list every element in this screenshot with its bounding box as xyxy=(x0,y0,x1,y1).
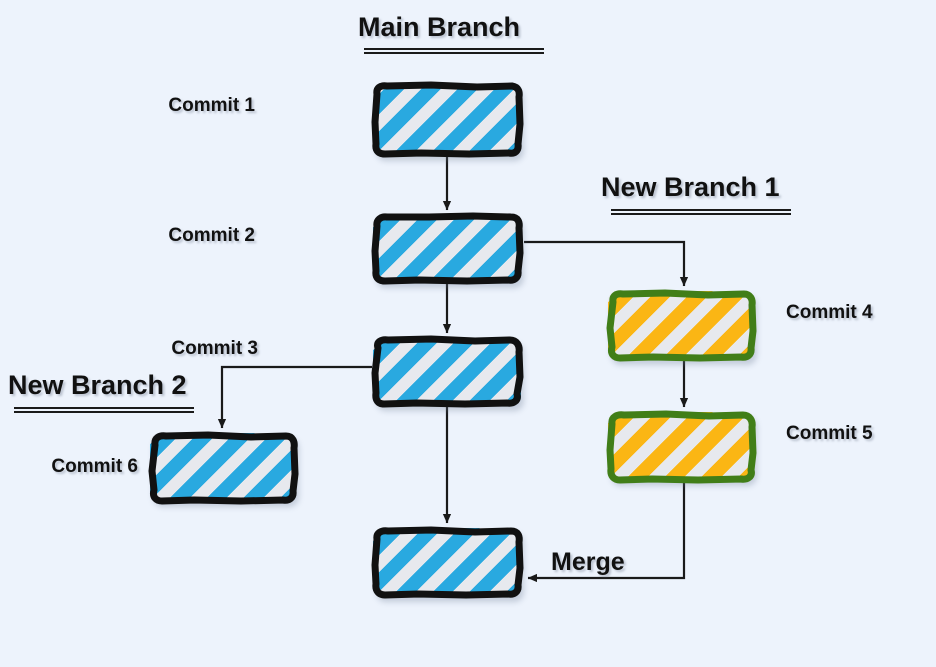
commit-fill-commit-2 xyxy=(373,215,521,283)
commit-box-merge-commit[interactable] xyxy=(371,526,524,599)
commit-border-commit-1 xyxy=(371,81,524,158)
commit-border-commit-3 xyxy=(371,335,524,408)
branch-rule-main xyxy=(364,48,544,54)
commit-border-commit-4 xyxy=(606,289,757,362)
commit-border-commit-6 xyxy=(148,431,299,505)
commit-box-commit-5[interactable] xyxy=(606,410,757,484)
commit-label-commit-6: Commit 6 xyxy=(51,456,138,477)
commit-label-commit-5: Commit 5 xyxy=(786,423,873,444)
branch-title-main: Main Branch xyxy=(358,12,521,42)
commit-fill-commit-6 xyxy=(150,433,296,502)
branch-rule-new-branch-1 xyxy=(611,209,791,215)
connector-commit3-commit6 xyxy=(217,365,372,429)
commit-border-merge-commit xyxy=(371,526,524,599)
commit-label-commit-1: Commit 1 xyxy=(168,95,255,116)
commit-fill-merge-commit xyxy=(373,528,521,597)
commit-label-commit-3: Commit 3 xyxy=(171,338,258,359)
commit-fill-commit-1 xyxy=(373,84,521,156)
commit-label-commit-2: Commit 2 xyxy=(168,225,255,246)
commit-box-commit-2[interactable] xyxy=(371,212,524,285)
connector-commit5-merge xyxy=(527,482,686,583)
commit-label-commit-4: Commit 4 xyxy=(786,302,873,323)
commit-box-commit-4[interactable] xyxy=(606,289,757,362)
branch-title-new-branch-1: New Branch 1 xyxy=(601,172,780,202)
commit-fill-commit-5 xyxy=(608,412,754,481)
connector-commit2-commit4 xyxy=(524,240,689,287)
merge-label: Merge xyxy=(551,548,625,576)
commit-box-commit-6[interactable] xyxy=(148,431,299,505)
commit-border-commit-2 xyxy=(371,212,524,285)
commit-fill-commit-3 xyxy=(373,338,521,406)
commit-border-commit-5 xyxy=(606,410,757,484)
branch-rule-new-branch-2 xyxy=(14,407,194,413)
branch-title-new-branch-2: New Branch 2 xyxy=(8,370,187,400)
commit-box-commit-3[interactable] xyxy=(371,335,524,408)
commit-box-commit-1[interactable] xyxy=(371,81,524,158)
commit-fill-commit-4 xyxy=(608,291,754,360)
